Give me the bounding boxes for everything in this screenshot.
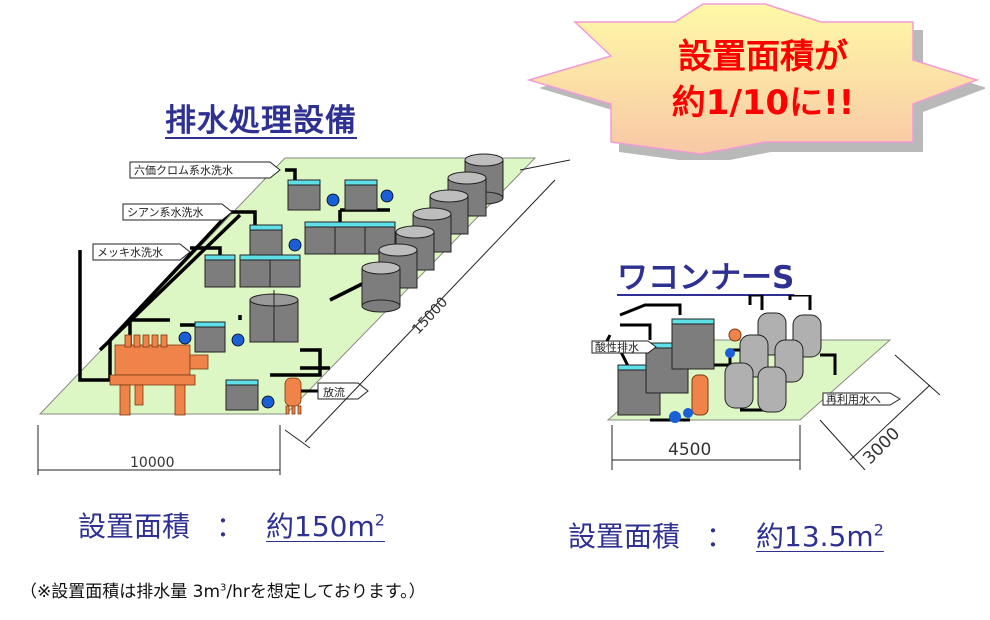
inlet-tag-plating: メッキ水洗水 [92,243,191,261]
svg-text:酸性排水: 酸性排水 [595,340,639,354]
area-label: 設置面積 [78,510,191,543]
callout-burst: 設置面積が 約1/10に!! [525,0,987,164]
conventional-system-diagram: 六価クロム系水洗水 シアン系水洗水 メッキ水洗水 放流 10000 15000 [30,150,571,480]
inlet-tag-acidic: 酸性排水 [591,340,657,354]
storage-tanks [361,153,504,313]
area-colon: ： [216,510,245,543]
area-value: 約13.5m2 [756,520,884,553]
settling-tank [249,290,299,343]
waconner-s-area: 設置面積 ： 約13.5m2 [568,515,884,555]
svg-text:放流: 放流 [323,385,345,399]
pumps [669,348,735,423]
dimension-width [37,425,281,475]
dimension-width-label: 4500 [668,440,711,460]
callout-line-1: 設置面積が [678,37,848,77]
dimension-width-label: 10000 [130,455,175,471]
orange-vessels [691,328,742,416]
dimension-depth [819,354,941,471]
discharge-vessel [284,377,320,415]
waconner-s-title: ワコンナーS [617,260,795,296]
treatment-tanks [194,179,396,411]
svg-text:シアン系水洗水: シアン系水洗水 [127,206,204,219]
callout-text: 設置面積が 約1/10に!! [605,34,921,126]
conventional-area: 設置面積 ： 約150m2 [78,505,385,545]
footnote: （※設置面積は排水量 3m3/hrを想定しております。） [20,582,426,602]
inlet-tag-cyanide: シアン系水洗水 [122,203,233,221]
column-vessels [724,312,822,413]
svg-text:六価クロム系水洗水: 六価クロム系水洗水 [134,164,233,177]
area-value: 約150m2 [266,510,385,543]
inlet-tag-chromium: 六価クロム系水洗水 [129,161,281,179]
filter-press [109,334,209,416]
svg-text:再利用水へ: 再利用水へ [826,393,881,406]
outlet-tag-reuse: 再利用水へ [822,392,901,406]
svg-text:メッキ水洗水: メッキ水洗水 [97,246,163,259]
callout-line-2: 約1/10に!! [671,83,855,123]
burst-shape [526,3,987,164]
dimension-width [611,425,801,470]
area-colon: ： [706,520,735,553]
reaction-tanks [617,318,715,416]
dimension-depth [284,159,571,449]
dimension-depth-label: 15000 [409,294,451,337]
pumps [178,189,394,409]
conventional-system-title: 排水処理設備 [165,103,357,139]
area-label: 設置面積 [568,520,681,553]
outlet-tag-discharge: 放流 [317,382,369,400]
waconner-s-diagram: 酸性排水 再利用水へ 4500 3000 [590,293,960,471]
